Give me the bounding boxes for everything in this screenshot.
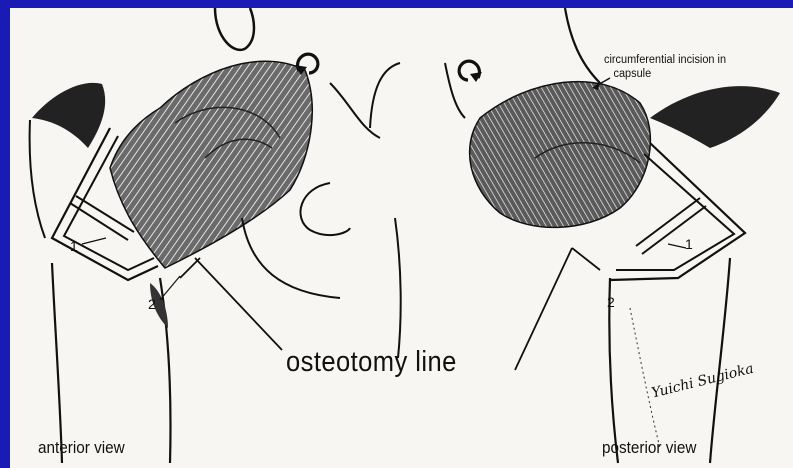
- illustration-panel: osteotomy line anterior view posterior v…: [10, 8, 793, 468]
- rotation-arrow-icon: [459, 61, 482, 82]
- posterior-view-caption: posterior view: [602, 438, 696, 458]
- incision-annotation-line1: circumferential incision in: [604, 53, 726, 67]
- incision-annotation-line2: capsule: [604, 67, 726, 81]
- marker-2-posterior: 2: [607, 294, 615, 310]
- anterior-view-drawing: [30, 8, 401, 463]
- osteotomy-line-label: osteotomy line: [286, 346, 457, 379]
- marker-1-anterior: 1: [70, 238, 78, 254]
- anterior-view-caption: anterior view: [38, 438, 125, 458]
- marker-1-posterior: 1: [685, 236, 693, 252]
- marker-2-anterior: 2: [148, 296, 156, 312]
- incision-annotation: circumferential incision in capsule: [604, 53, 726, 81]
